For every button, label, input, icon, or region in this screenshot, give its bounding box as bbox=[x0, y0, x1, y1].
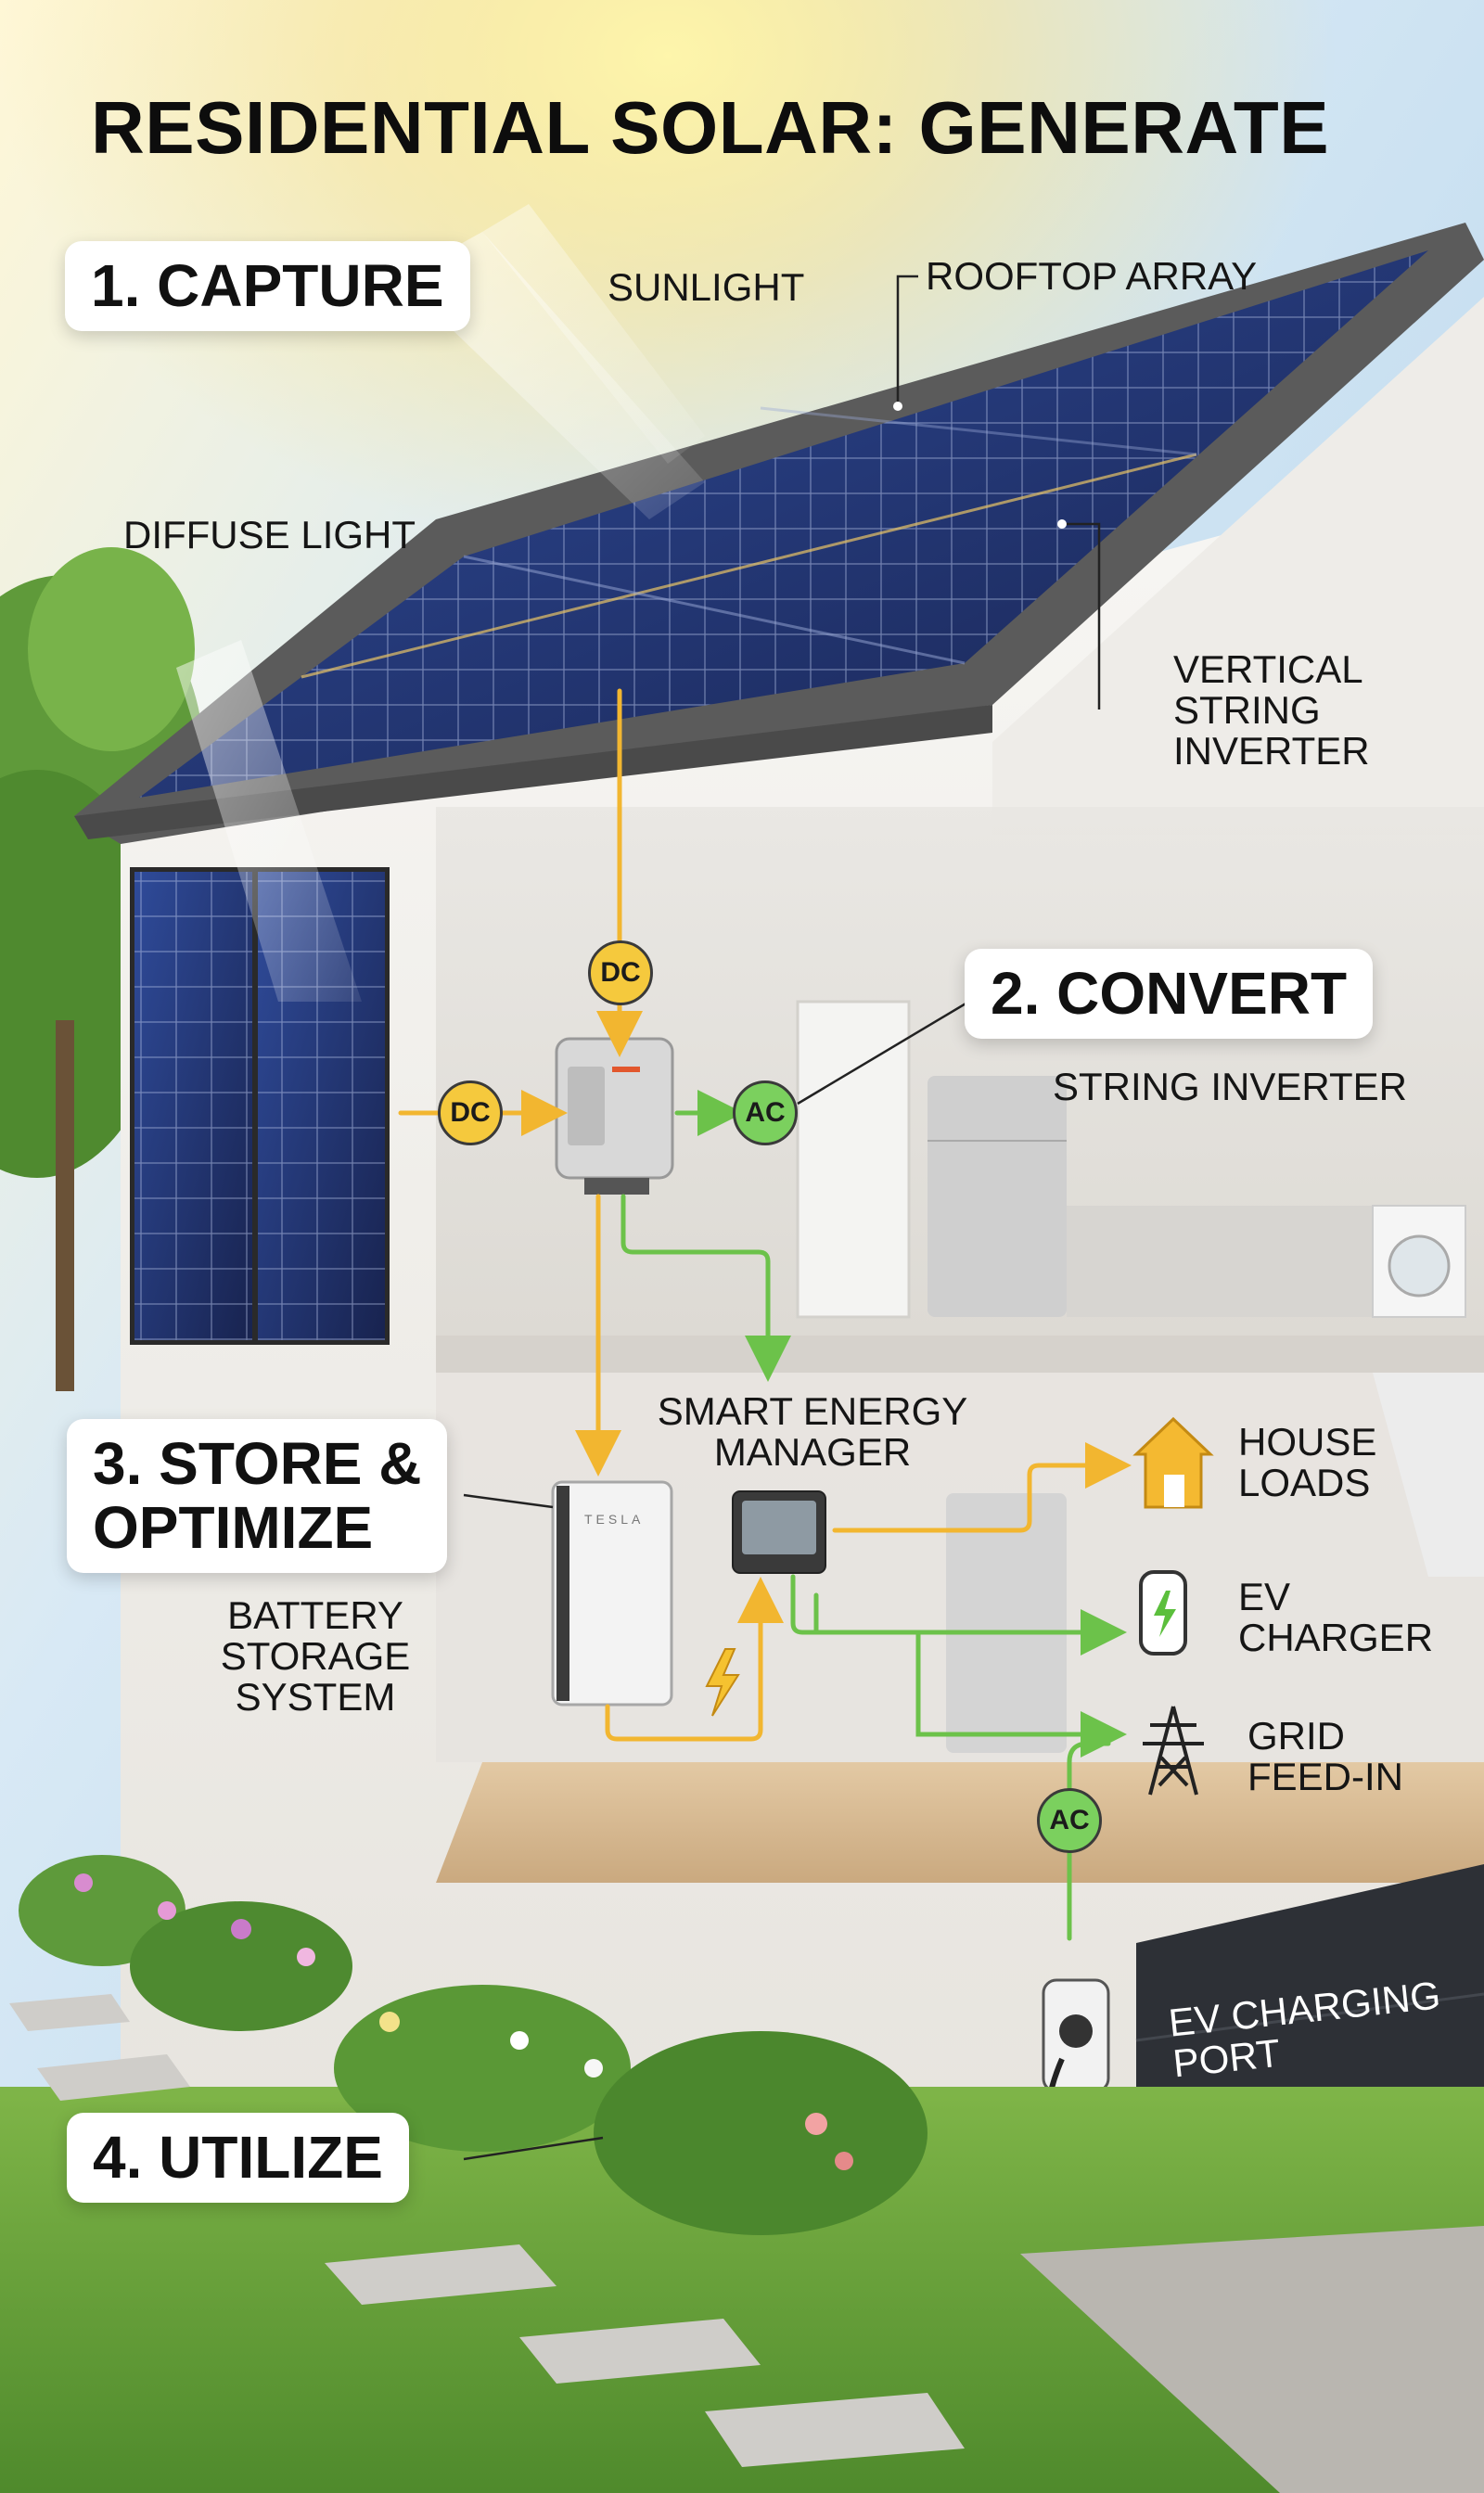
label-grid-feed-in: GRID FEED-IN bbox=[1247, 1714, 1403, 1799]
battery-discharge-flow bbox=[605, 1577, 784, 1742]
step-store-optimize: 3. STORE & OPTIMIZE bbox=[67, 1419, 448, 1574]
dc-badge-wall: DC bbox=[438, 1080, 503, 1145]
label-vertical-string-inverter: VERTICAL STRING INVERTER bbox=[1173, 647, 1370, 773]
ev-charger-icon bbox=[1139, 1570, 1187, 1656]
gable-wall bbox=[992, 297, 1484, 835]
step-convert: 2. CONVERT bbox=[965, 949, 1374, 1040]
label-diffuse-light: DIFFUSE LIGHT bbox=[123, 513, 416, 556]
step-capture: 1. CAPTURE bbox=[65, 241, 470, 332]
page-title: RESIDENTIAL SOLAR: GENERATE bbox=[91, 86, 1330, 169]
label-battery-storage-system: BATTERY STORAGE SYSTEM bbox=[220, 1593, 411, 1720]
dc-badge-roof: DC bbox=[588, 940, 653, 1005]
ac-badge-inverter: AC bbox=[733, 1080, 798, 1145]
sun-rays bbox=[176, 204, 705, 1002]
label-ev-charger: EV CHARGER bbox=[1238, 1575, 1434, 1660]
ac-badge-garage: AC bbox=[1037, 1788, 1102, 1853]
door bbox=[796, 1000, 911, 1319]
flow-ev-charger bbox=[790, 1574, 1127, 1656]
stepping-stones bbox=[9, 1994, 965, 2467]
flow-house-loads bbox=[832, 1442, 1132, 1533]
label-string-inverter: STRING INVERTER bbox=[1053, 1065, 1407, 1108]
lightning-bolt-icon bbox=[705, 1648, 740, 1717]
lower-fridge bbox=[946, 1493, 1067, 1753]
label-smart-energy-manager: SMART ENERGY MANAGER bbox=[657, 1389, 968, 1475]
battery-brand: TESLA bbox=[584, 1512, 645, 1527]
step-utilize: 4. UTILIZE bbox=[67, 2113, 409, 2204]
label-rooftop-array: ROOFTOP ARRAY bbox=[926, 254, 1258, 298]
label-sunlight: SUNLIGHT bbox=[608, 265, 805, 309]
leader-lines bbox=[463, 275, 1101, 2161]
string-inverter-device bbox=[555, 1037, 674, 1195]
smart-energy-manager-device bbox=[732, 1490, 826, 1574]
ac-flow-manager bbox=[620, 1194, 791, 1382]
battery-unit bbox=[551, 1480, 673, 1707]
wall-solar-panels bbox=[130, 867, 390, 1345]
label-house-loads: HOUSE LOADS bbox=[1238, 1420, 1377, 1505]
flowers bbox=[19, 1855, 928, 2235]
fridge bbox=[928, 1076, 1067, 1317]
house-icon bbox=[1132, 1416, 1214, 1509]
flow-garage-ac bbox=[1067, 1741, 1111, 1941]
flow-grid bbox=[813, 1592, 1127, 1758]
roof bbox=[74, 223, 1484, 844]
transmission-tower-icon bbox=[1143, 1706, 1204, 1796]
